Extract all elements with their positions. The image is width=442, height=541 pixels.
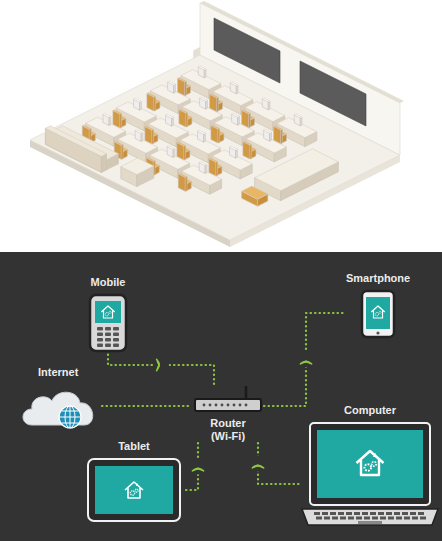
chair-back bbox=[250, 144, 252, 159]
wifi-connector bbox=[264, 313, 346, 406]
chair-back bbox=[179, 109, 188, 113]
chair-back bbox=[178, 173, 187, 177]
mobile-phone-node: Mobile bbox=[88, 276, 128, 353]
monitor bbox=[109, 117, 111, 126]
chair-back bbox=[154, 96, 156, 111]
chair-back bbox=[249, 113, 251, 128]
monitor bbox=[174, 84, 176, 93]
device-label: Mobile bbox=[91, 276, 126, 289]
chair-back bbox=[242, 109, 251, 113]
wifi-connector bbox=[102, 405, 192, 407]
chair-back bbox=[113, 110, 122, 114]
monitor bbox=[167, 146, 175, 150]
side-table bbox=[121, 158, 154, 175]
wall-rim bbox=[193, 47, 200, 58]
monitor bbox=[135, 130, 143, 134]
device-label: Router (Wi-Fi) bbox=[202, 417, 254, 443]
device-icon bbox=[86, 457, 182, 523]
monitor bbox=[198, 130, 206, 134]
chair-back bbox=[209, 158, 218, 162]
monitor bbox=[172, 117, 174, 126]
chair-back bbox=[274, 125, 283, 129]
monitor bbox=[206, 100, 208, 109]
monitor bbox=[232, 113, 240, 117]
device-icon bbox=[18, 383, 102, 431]
chair-back bbox=[186, 112, 188, 127]
blackboard bbox=[214, 18, 280, 83]
blackboard bbox=[300, 61, 366, 126]
chair-back bbox=[120, 113, 122, 128]
chair-back bbox=[147, 93, 156, 97]
device-icon bbox=[88, 293, 128, 353]
chair-back bbox=[217, 97, 219, 112]
teacher-desk bbox=[255, 149, 339, 191]
classroom-illustration bbox=[0, 0, 442, 250]
router-node: Router (Wi-Fi) bbox=[192, 384, 264, 443]
wifi-symbol bbox=[190, 459, 206, 475]
chair-back bbox=[243, 141, 252, 145]
monitor bbox=[236, 85, 238, 94]
monitor bbox=[199, 162, 207, 166]
chair-back bbox=[178, 77, 187, 81]
sofa-back bbox=[45, 126, 106, 157]
device-icon bbox=[192, 384, 264, 414]
monitor bbox=[300, 117, 302, 126]
wifi-symbol bbox=[298, 352, 314, 368]
monitor bbox=[230, 146, 238, 150]
monitor bbox=[264, 129, 272, 133]
chair-back bbox=[145, 126, 154, 130]
chair-back bbox=[210, 93, 219, 97]
monitor bbox=[134, 98, 142, 102]
monitor bbox=[236, 149, 238, 158]
tablet-node: Tablet bbox=[86, 440, 182, 523]
chair-back bbox=[184, 145, 186, 160]
monitor bbox=[200, 97, 208, 101]
monitor bbox=[204, 133, 206, 142]
monitor bbox=[103, 114, 111, 118]
monitor bbox=[230, 82, 238, 86]
monitor bbox=[204, 69, 206, 78]
wifi-symbol bbox=[250, 456, 266, 472]
monitor bbox=[270, 132, 272, 141]
internet-cloud-node: Internet bbox=[18, 366, 102, 431]
monitor bbox=[262, 98, 270, 102]
chair-back bbox=[185, 81, 187, 96]
wifi-symbol bbox=[153, 357, 169, 373]
device-label: Smartphone bbox=[346, 272, 410, 285]
chair-back bbox=[146, 157, 155, 161]
device-label: Tablet bbox=[118, 440, 150, 453]
monitor bbox=[173, 149, 175, 158]
monitor bbox=[166, 114, 174, 118]
smartphone-node: Smartphone bbox=[346, 272, 410, 339]
monitor bbox=[294, 114, 302, 118]
back-wall bbox=[200, 3, 400, 155]
chair-back bbox=[211, 125, 220, 129]
sofa-back bbox=[101, 154, 106, 173]
monitor bbox=[141, 133, 143, 142]
wifi-connector bbox=[108, 353, 214, 384]
device-label: Computer bbox=[344, 404, 396, 417]
chair-back bbox=[114, 141, 123, 145]
computer-node: Computer bbox=[300, 404, 440, 531]
device-icon bbox=[300, 421, 440, 531]
device-label: Internet bbox=[38, 366, 78, 379]
monitor bbox=[205, 165, 207, 174]
monitor bbox=[140, 101, 142, 110]
chair-back bbox=[82, 125, 91, 129]
chair-back bbox=[185, 177, 187, 192]
monitor bbox=[198, 66, 206, 70]
chair-back bbox=[152, 129, 154, 144]
chair bbox=[242, 186, 268, 199]
chair-back bbox=[177, 142, 186, 146]
chair-back bbox=[216, 161, 218, 176]
monitor bbox=[268, 101, 270, 110]
chair-back bbox=[281, 129, 283, 144]
monitor bbox=[168, 81, 176, 85]
chair-back bbox=[121, 145, 123, 160]
chair-back bbox=[218, 128, 220, 143]
device-icon bbox=[358, 289, 398, 339]
monitor bbox=[238, 116, 240, 125]
